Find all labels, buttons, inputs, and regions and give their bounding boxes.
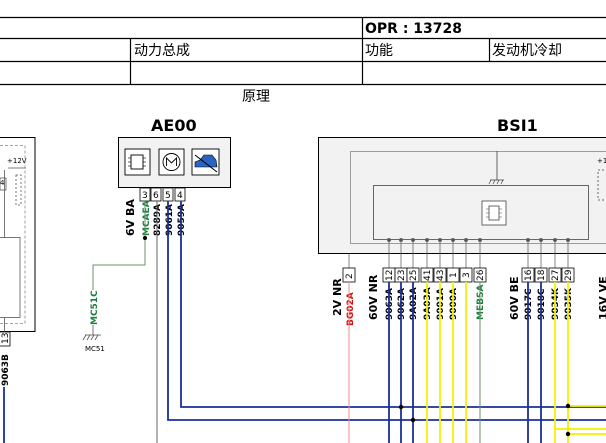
mc51c-label: MC51C	[90, 290, 100, 325]
bsi-pin-1: 1	[449, 272, 459, 278]
bsi-wire-9000a: 9000A	[449, 288, 459, 320]
left-pin: 13	[1, 333, 11, 344]
ecu-chip-icon	[124, 148, 151, 176]
left-pin-box: 13	[0, 331, 11, 347]
bsi1-box	[318, 137, 606, 268]
ae00-wire-mcaea: MCAEA	[142, 200, 152, 236]
left-wire-label: 9063B	[1, 354, 11, 386]
ae00-wires	[92, 201, 606, 443]
ae00-pin-3: 3	[142, 191, 148, 201]
ae00-pin-6: 6	[153, 191, 159, 201]
left-marker: 4	[0, 179, 5, 187]
bsi-wire-9034k: 9034K	[551, 287, 561, 320]
bsi-wires	[348, 282, 606, 443]
section-title: 原理	[242, 89, 270, 105]
function-value: 发动机冷却	[492, 43, 562, 59]
bsi-wire-9035k: 9035K	[564, 287, 574, 320]
bsi-wire-mebsa: MEBSA	[476, 285, 486, 320]
vehicle-icon	[191, 148, 220, 176]
bsi1-title: BSI1	[497, 116, 538, 135]
bsi-pin-27: 27	[551, 270, 561, 281]
left-component-fragment	[0, 137, 36, 332]
bsi-pin-16: 16	[524, 269, 534, 281]
ae00-pin-5: 5	[165, 191, 171, 201]
bsi-pin-25: 25	[409, 270, 419, 281]
ae00-title: AE00	[151, 116, 197, 135]
bsi-chip-icon	[481, 200, 507, 226]
function-label: 功能	[365, 43, 393, 59]
bsi-pin-23: 23	[397, 270, 407, 281]
bsi-pin-2: 2	[345, 273, 355, 279]
bsi-conn-60be-label: 60V BE	[508, 276, 521, 320]
bsi-wire-9017c: 9017C	[524, 288, 534, 320]
bsi-wire-9a03a: 9A03A	[423, 287, 433, 320]
ground-icon	[82, 325, 101, 341]
motor-icon	[158, 148, 185, 176]
left-voltage: +12V	[7, 157, 27, 165]
ae00-connector-label: 6V BA	[124, 199, 137, 236]
ae00-wire-8289a: 8289A	[153, 204, 163, 236]
bsi-pin-12: 12	[385, 270, 395, 281]
bsi-conn-60nr-label: 60V NR	[367, 274, 380, 320]
ae00-box	[118, 137, 231, 188]
bsi-pin-41: 41	[423, 270, 433, 281]
bsi-pin-29: 29	[564, 269, 574, 281]
bsi-wire-9018c: 9018C	[537, 288, 547, 320]
ae00-wire-9059a: 9059A	[177, 204, 187, 236]
bsi-conn-2v-label: 2V NR	[331, 278, 344, 316]
system-name: 动力总成	[134, 43, 190, 59]
bsi-voltage: +1	[597, 157, 606, 165]
ae00-pin-4: 4	[177, 191, 183, 201]
bsi-pin-43: 43	[436, 270, 446, 281]
bsi-wire-9a02a: 9A02A	[409, 287, 419, 320]
bsi-pin-18: 18	[537, 269, 547, 281]
bsi-wire-9063a: 9063A	[385, 288, 395, 320]
opr-number: OPR : 13728	[365, 21, 462, 37]
bsi-wire-9062a: 9062A	[397, 288, 407, 320]
header-table	[0, 16, 606, 86]
bsi-pin-3: 3	[462, 272, 472, 278]
bsi-wire-9001a: 9001A	[436, 288, 446, 320]
ae00-wire-9061a: 9061A	[165, 204, 175, 236]
bsi-conn-16v-label: 16V VE	[597, 276, 606, 320]
ae00-pins: 3 6 5 4	[139, 187, 186, 202]
bsi-pin-26: 26	[476, 269, 486, 281]
mc51-ground-label: MC51	[85, 345, 105, 353]
bsi-wire-junctions	[398, 403, 571, 437]
bsi-wire-bg02a: BG02A	[346, 292, 356, 326]
